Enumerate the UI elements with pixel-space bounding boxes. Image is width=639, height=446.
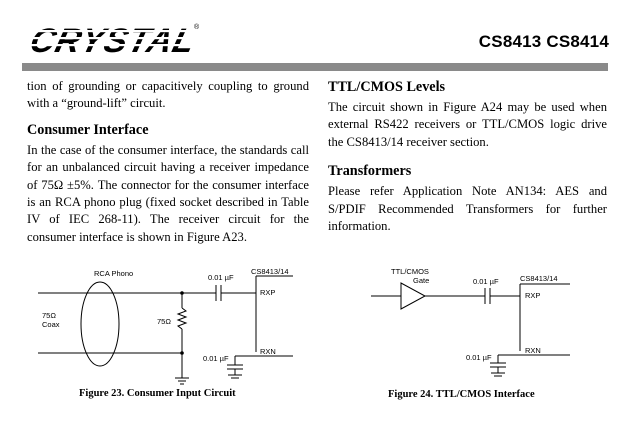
consumer-interface-heading: Consumer Interface: [27, 121, 149, 138]
continuation-paragraph: tion of grounding or capacitively coupli…: [27, 79, 309, 111]
page-header-title: CS8413 CS8414: [478, 32, 609, 51]
consumer-interface-paragraph: In the case of the consumer interface, t…: [27, 142, 309, 244]
left-column: tion of grounding or capacitively coupli…: [27, 78, 309, 246]
chip-label: CS8413/14: [251, 267, 289, 276]
right-column: TTL/CMOS Levels The circuit shown in Fig…: [328, 78, 607, 235]
resistor-label: 75Ω: [157, 317, 171, 326]
figure-24-caption: Figure 24. TTL/CMOS Interface: [388, 389, 535, 400]
gate-sublabel: Gate: [413, 276, 429, 285]
chip-label: CS8413/14: [520, 274, 558, 283]
cap-top-label: 0.01 µF: [208, 273, 234, 282]
figure-24-schematic: TTL/CMOS Gate 0.01 µF CS8413/14 RXP RXN …: [365, 266, 615, 388]
ttl-cmos-heading: TTL/CMOS Levels: [328, 79, 446, 95]
cap-bottom-label: 0.01 µF: [466, 353, 492, 362]
rxp-label: RXP: [525, 291, 540, 300]
cap-bottom-label: 0.01 µF: [203, 354, 229, 363]
svg-text:CRYSTAL: CRYSTAL: [26, 22, 200, 58]
transformers-paragraph: Please refer Application Note AN134: AES…: [328, 184, 607, 234]
coax-label: Coax: [42, 320, 60, 329]
figure-23-caption: Figure 23. Consumer Input Circuit: [79, 388, 236, 399]
crystal-logo: CRYSTAL ®: [22, 22, 202, 58]
gate-label: TTL/CMOS: [391, 267, 429, 276]
svg-text:®: ®: [194, 23, 200, 31]
rxn-label: RXN: [260, 347, 276, 356]
ttl-cmos-paragraph: The circuit shown in Figure A24 may be u…: [328, 100, 607, 149]
rxp-label: RXP: [260, 288, 275, 297]
coax-impedance-label: 75Ω: [42, 311, 56, 320]
cap-top-label: 0.01 µF: [473, 277, 499, 286]
header-rule: [22, 63, 608, 71]
figure-23-schematic: RCA Phono 75Ω Coax 75Ω 0.01 µF CS8413/14…: [38, 267, 328, 388]
transformers-heading: Transformers: [328, 163, 412, 180]
rca-phono-label: RCA Phono: [94, 269, 133, 278]
rxn-label: RXN: [525, 346, 541, 355]
